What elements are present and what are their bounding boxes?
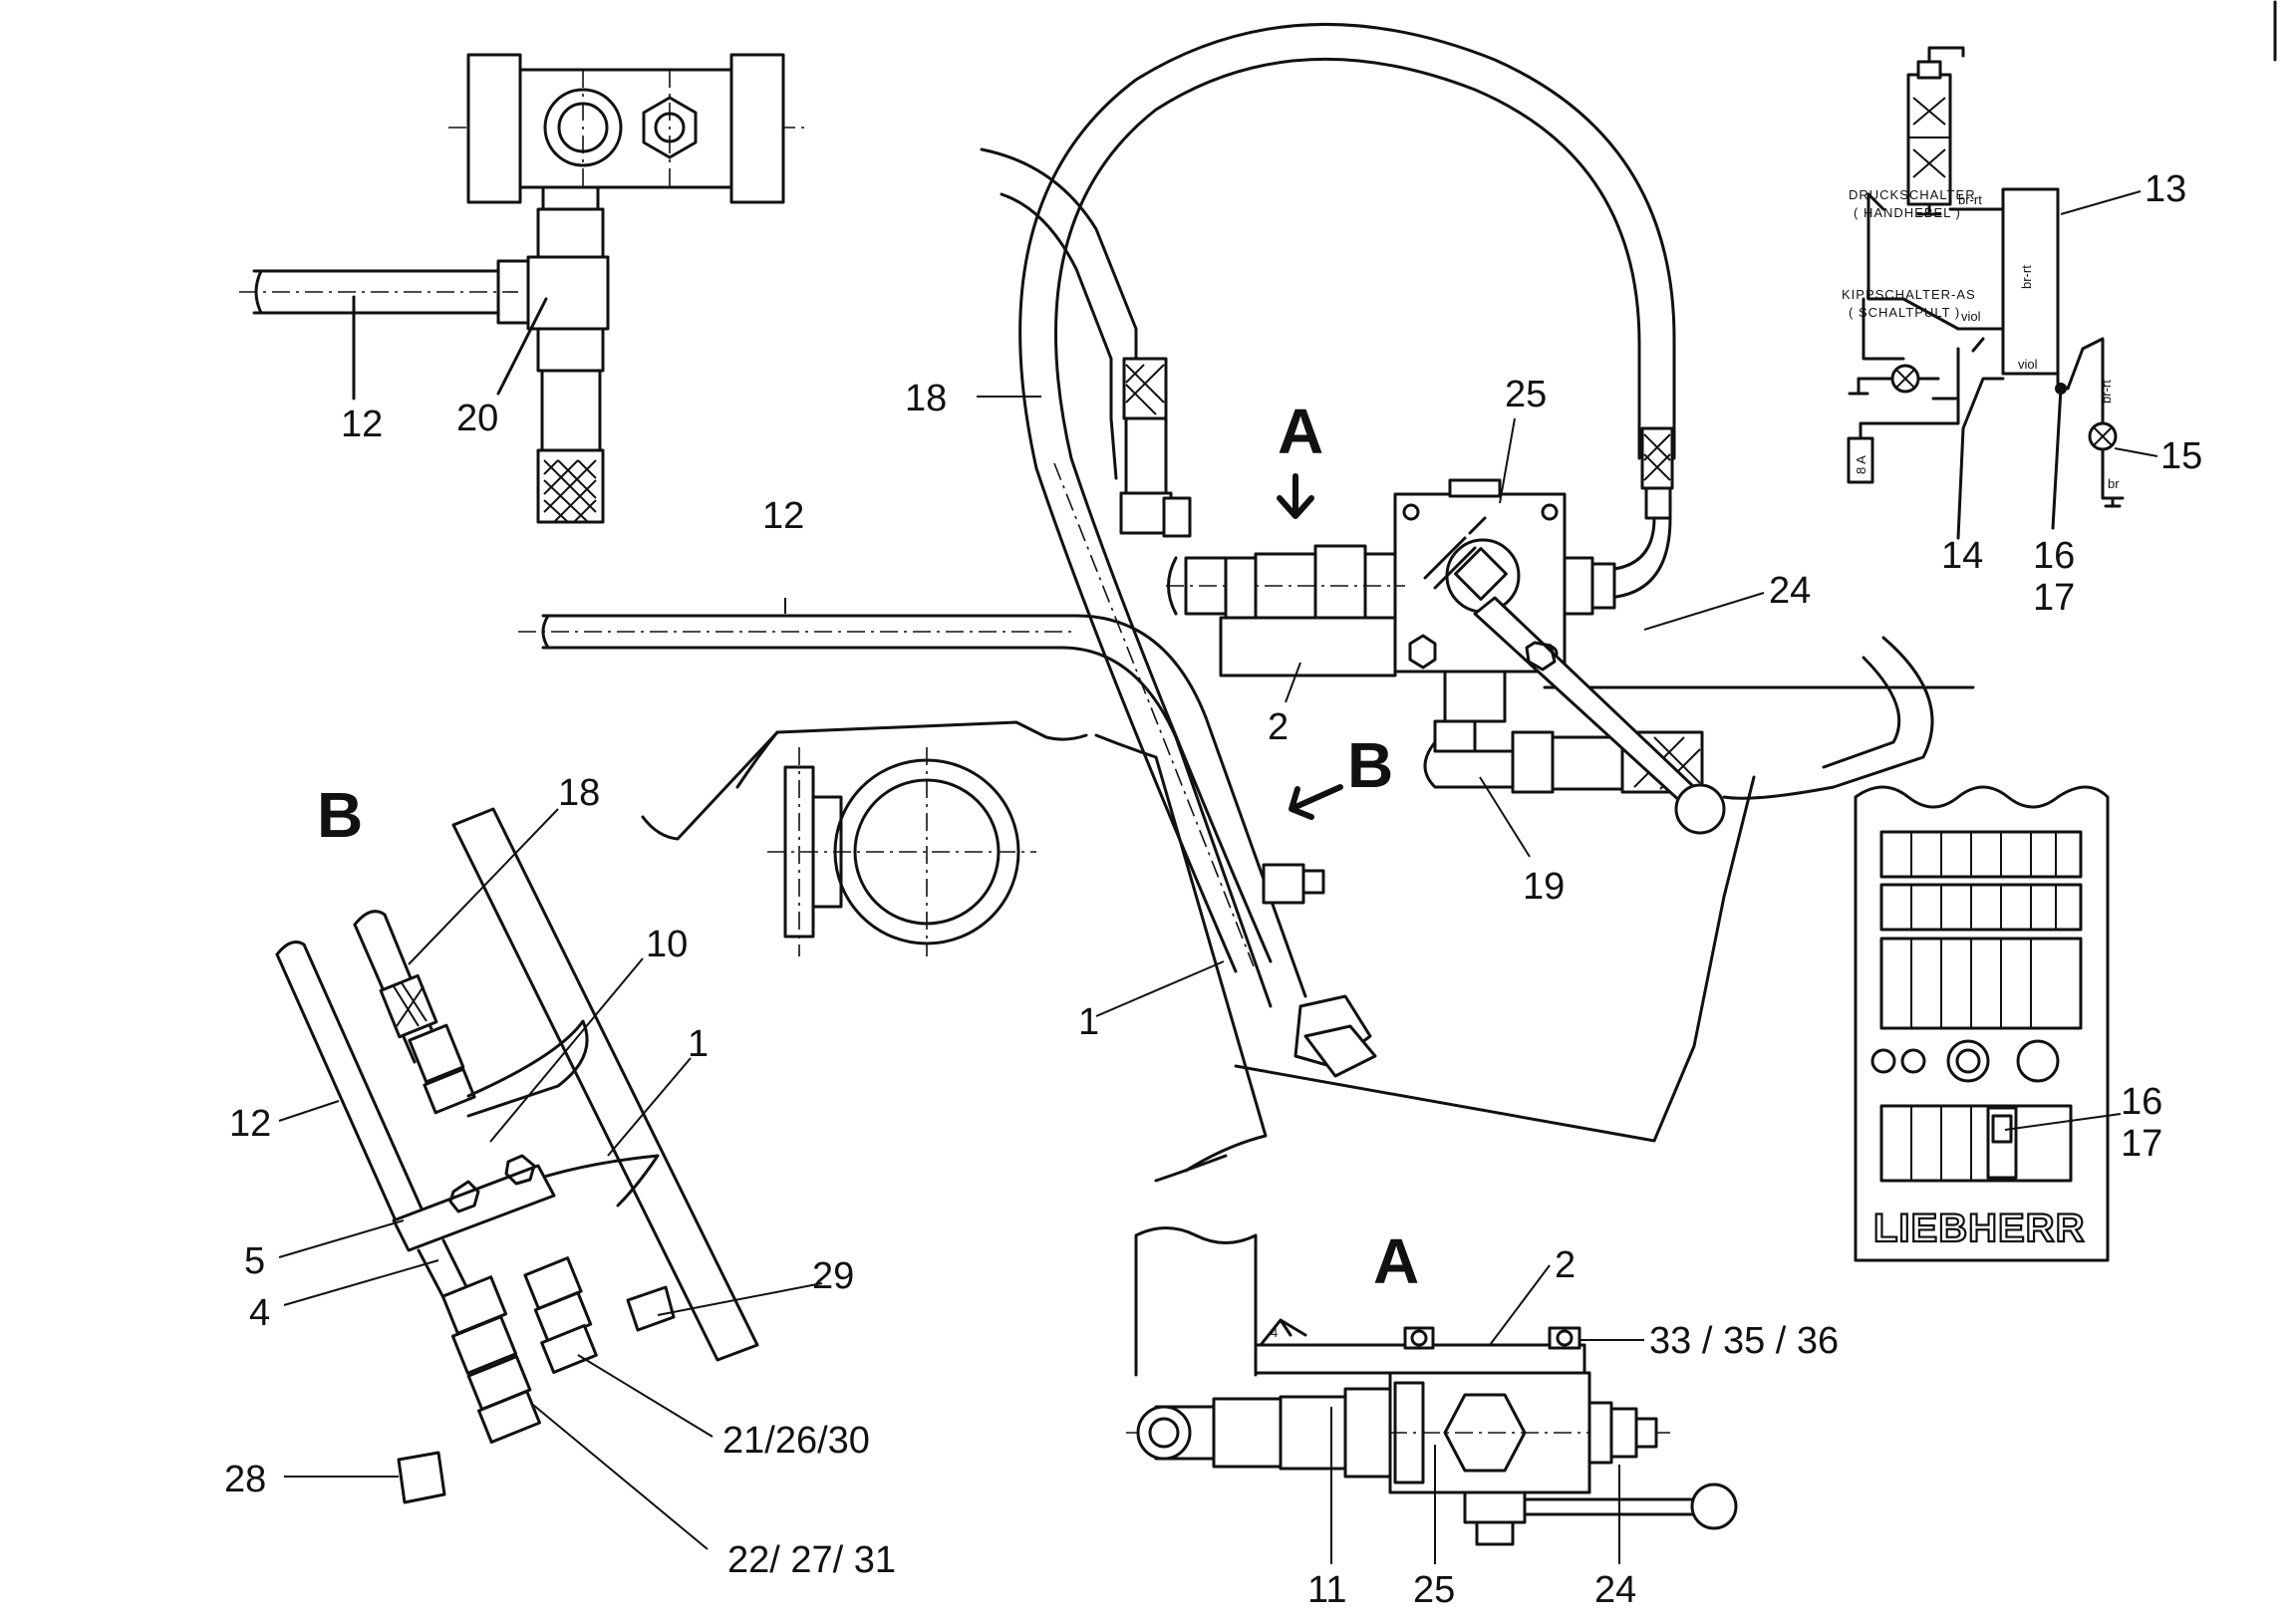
control-panel <box>1854 785 2122 1262</box>
callout-b-4: 4 <box>249 1292 270 1334</box>
callout-25: 25 <box>1505 374 1547 415</box>
callout-a-33-35-36: 33 / 35 / 36 <box>1649 1320 1839 1362</box>
view-b-arrow <box>1289 784 1343 820</box>
callout-16-panel: 16 <box>2121 1081 2162 1123</box>
callout-1: 1 <box>1078 1001 1099 1043</box>
detail-a: 4 <box>1126 1226 1738 1564</box>
main-leaders <box>784 396 1765 1017</box>
callout-a-25: 25 <box>1413 1569 1455 1611</box>
wire-br-rt-1: br-rt <box>1958 192 1982 207</box>
callout-15: 15 <box>2160 435 2202 477</box>
wire-br: br <box>2108 476 2120 491</box>
fuse-label: 8 A <box>1854 455 1868 474</box>
callout-16-circuit: 16 <box>2033 535 2075 577</box>
valve-block-25 <box>1166 478 1726 835</box>
pressure-switch-label: DRUCKSCHALTER <box>1849 187 1976 202</box>
toggle-switch-label: KIPPSCHALTER-AS <box>1842 287 1976 302</box>
callout-20: 20 <box>456 398 498 439</box>
callout-a-2: 2 <box>1555 1244 1576 1286</box>
callout-14: 14 <box>1941 535 1983 577</box>
brand-logo: LIEBHERR <box>1873 1207 2085 1250</box>
view-label-a: A <box>1278 396 1323 467</box>
detail-b-title: B <box>317 779 363 851</box>
detail-b <box>275 807 823 1550</box>
callout-b-5: 5 <box>244 1240 265 1282</box>
callout-17-circuit: 17 <box>2033 577 2075 619</box>
callout-17-panel: 17 <box>2121 1123 2162 1165</box>
callout-b-29: 29 <box>812 1255 854 1297</box>
callout-b-28: 28 <box>224 1459 266 1500</box>
wire-br-rt-2: br-rt <box>2019 265 2034 289</box>
top-left-fitting-detail <box>239 53 807 524</box>
callout-b-21-26-30: 21/26/30 <box>722 1420 870 1462</box>
callout-13: 13 <box>2145 168 2186 210</box>
wire-br-rt-3: br-rt <box>2099 380 2114 404</box>
callout-b-22-27-31: 22/ 27/ 31 <box>727 1539 896 1581</box>
callout-b-12: 12 <box>229 1103 271 1145</box>
callout-a-11: 11 <box>1307 1569 1346 1611</box>
pressure-switch-sub: ( HANDHEBEL ) <box>1854 205 1961 220</box>
detail-a-title: A <box>1373 1225 1419 1297</box>
view-label-b: B <box>1347 729 1393 801</box>
elbow-flange <box>767 747 1036 956</box>
circuit-diagram <box>1847 46 2158 540</box>
view-a-arrow <box>1277 473 1314 519</box>
callout-b-10: 10 <box>646 924 688 965</box>
wire-viol-1: viol <box>1961 309 1981 324</box>
main-assembly <box>518 22 1975 1183</box>
callout-b-18: 18 <box>558 772 600 814</box>
callout-24: 24 <box>1769 570 1811 612</box>
callout-b-1: 1 <box>688 1023 709 1065</box>
callout-2: 2 <box>1268 706 1289 748</box>
callout-a-24: 24 <box>1594 1569 1636 1611</box>
callout-18: 18 <box>905 378 947 419</box>
weld-symbol: 4 <box>1271 1325 1278 1340</box>
callout-12-top-left: 12 <box>341 404 383 445</box>
toggle-switch-sub: ( SCHALTPULT ) <box>1849 305 1960 320</box>
callout-12: 12 <box>762 495 804 537</box>
callout-19: 19 <box>1523 866 1565 908</box>
wire-viol-2: viol <box>2018 357 2038 372</box>
